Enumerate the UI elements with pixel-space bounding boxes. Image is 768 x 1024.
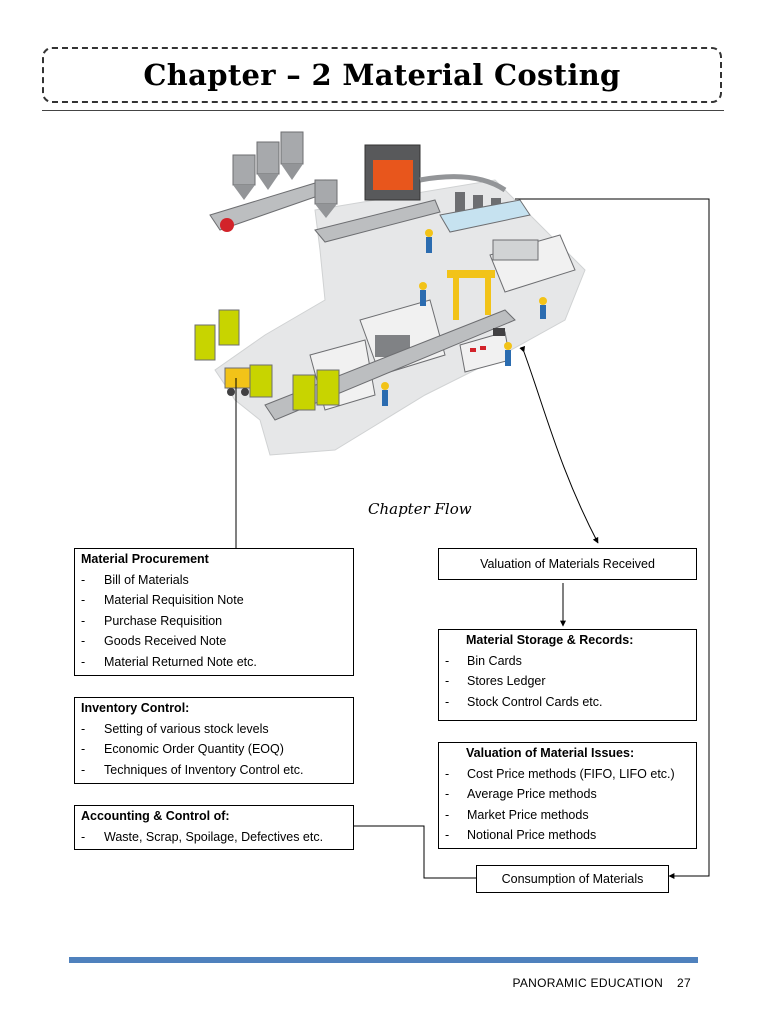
list-item: Notional Price methods [439, 825, 696, 846]
factory-illustration [194, 131, 586, 456]
accounting-heading: Accounting & Control of: [81, 809, 230, 823]
page-number: 27 [677, 976, 691, 990]
valuation-issues-list: Cost Price methods (FIFO, LIFO etc.) Ave… [439, 764, 696, 846]
list-item: Techniques of Inventory Control etc. [75, 760, 353, 781]
conveyor-roller [220, 218, 234, 232]
page-footer: PANORAMIC EDUCATION 27 [512, 976, 691, 990]
list-item: Material Returned Note etc. [75, 652, 353, 673]
list-item: Average Price methods [439, 784, 696, 805]
list-item: Material Requisition Note [75, 590, 353, 611]
list-item: Cost Price methods (FIFO, LIFO etc.) [439, 764, 696, 785]
chapter-flow-title: Chapter Flow [368, 500, 472, 518]
consumption-box: Consumption of Materials [476, 865, 669, 893]
robotic-gantry [447, 270, 495, 320]
valuation-issues-box: Valuation of Material Issues: Cost Price… [438, 742, 697, 849]
control-panel [459, 328, 511, 373]
valuation-received-label: Valuation of Materials Received [480, 556, 655, 571]
filling-station [419, 174, 531, 233]
list-item: Stores Ledger [439, 671, 696, 692]
chapter-title-box: Chapter – 2 Material Costing [42, 47, 722, 103]
procurement-heading: Material Procurement [81, 552, 209, 566]
list-item: Stock Control Cards etc. [439, 692, 696, 713]
page-title: Chapter – 2 Material Costing [143, 58, 621, 92]
valuation-issues-heading: Valuation of Material Issues: [466, 746, 635, 760]
list-item: Bin Cards [439, 651, 696, 672]
footer-rule [69, 957, 698, 963]
list-item: Bill of Materials [75, 570, 353, 591]
furnace-machine [314, 144, 441, 243]
material-procurement-box: Material Procurement Bill of Materials M… [74, 548, 354, 676]
consumption-label: Consumption of Materials [501, 871, 644, 886]
list-item: Purchase Requisition [75, 611, 353, 632]
inventory-control-box: Inventory Control: Setting of various st… [74, 697, 354, 784]
storage-list: Bin Cards Stores Ledger Stock Control Ca… [439, 651, 696, 713]
inventory-list: Setting of various stock levels Economic… [75, 719, 353, 781]
list-item: Market Price methods [439, 805, 696, 826]
list-item: Economic Order Quantity (EOQ) [75, 739, 353, 760]
accounting-list: Waste, Scrap, Spoilage, Defectives etc. [75, 827, 353, 848]
storage-heading: Material Storage & Records: [466, 633, 634, 647]
list-item: Goods Received Note [75, 631, 353, 652]
inventory-heading: Inventory Control: [81, 701, 190, 715]
list-item: Waste, Scrap, Spoilage, Defectives etc. [75, 827, 353, 848]
silo-hoppers [232, 131, 338, 218]
valuation-received-box: Valuation of Materials Received [438, 548, 697, 580]
publisher-name: PANORAMIC EDUCATION [512, 976, 664, 990]
material-storage-box: Material Storage & Records: Bin Cards St… [438, 629, 697, 721]
title-underline [42, 110, 724, 111]
procurement-list: Bill of Materials Material Requisition N… [75, 570, 353, 673]
accounting-control-box: Accounting & Control of: Waste, Scrap, S… [74, 805, 354, 850]
list-item: Setting of various stock levels [75, 719, 353, 740]
